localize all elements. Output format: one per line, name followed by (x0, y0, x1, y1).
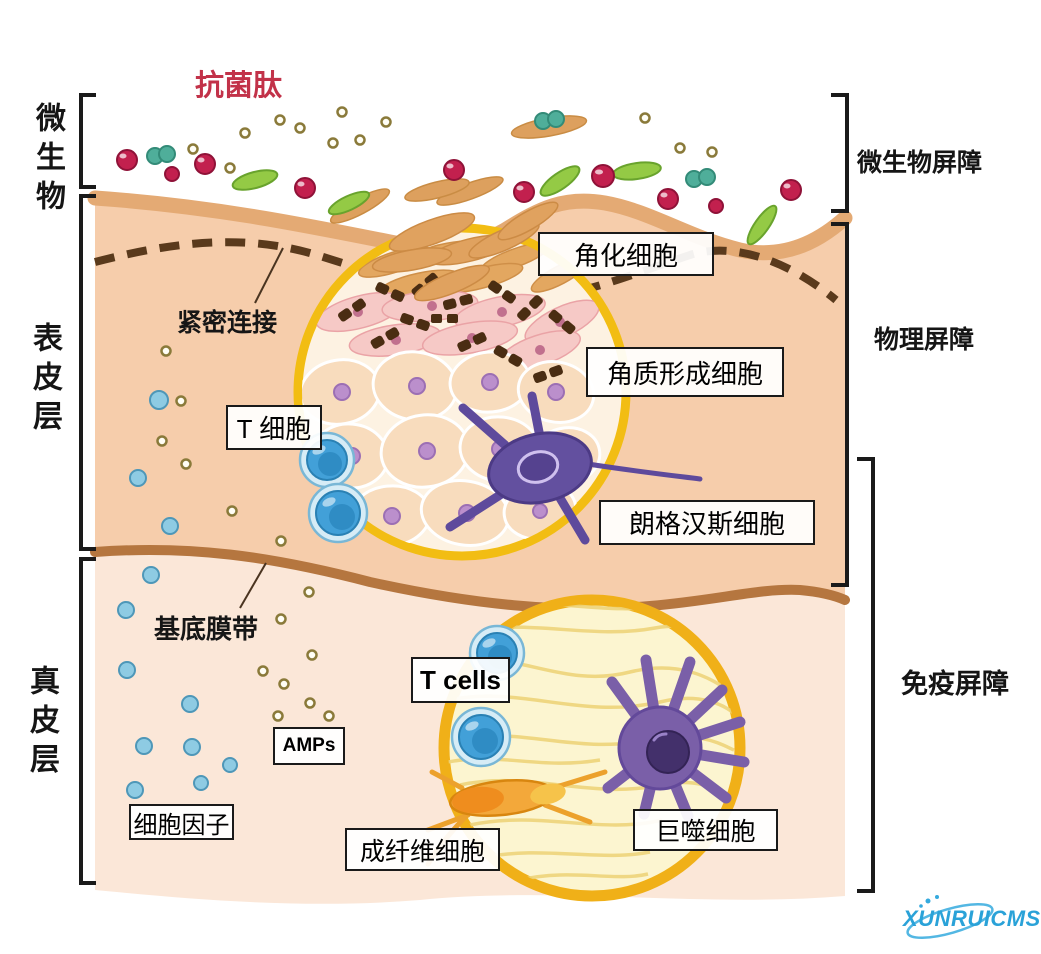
antimicrobial-peptide-title: 抗菌肽 (195, 70, 283, 102)
layer-label-microbes: 微生物 (31, 102, 64, 219)
watermark-swoosh (906, 895, 994, 939)
langerhans-cell-callout: 朗格汉斯细胞 (599, 500, 815, 545)
pointer-lines (239, 247, 284, 609)
cytokine-particles (117, 390, 238, 799)
surface-flakes (371, 201, 559, 302)
dermis-inset-circle (425, 594, 750, 902)
microbe-red-cocci (116, 149, 802, 214)
t-cells-epidermis (298, 431, 369, 544)
watermark-text: XUNRUICMS (903, 906, 1041, 931)
left-brackets (79, 93, 96, 885)
t-cell-cn-callout: T 细胞 (226, 405, 322, 450)
barrier-label-microbial: 微生物屏障 (857, 149, 983, 177)
barrier-label-immune: 免疫屏障 (901, 669, 1009, 699)
langerhans-cell (445, 391, 703, 545)
cytokine-callout: 细胞因子 (129, 804, 234, 840)
keratinocyte-callout: 角质形成细胞 (586, 347, 784, 397)
fibroblast-callout: 成纤维细胞 (345, 828, 500, 871)
amp-particles (156, 106, 718, 722)
layer-label-dermis: 真皮层 (25, 665, 58, 782)
layer-label-epidermis: 表皮层 (28, 322, 61, 439)
amps-callout: AMPs (273, 727, 345, 765)
macrophage-cell (602, 654, 750, 822)
keratinized-cell-callout: 角化细胞 (538, 232, 714, 276)
tight-junction-label: 紧密连接 (177, 309, 278, 337)
macrophage-callout: 巨噬细胞 (633, 809, 778, 851)
microbe-teal-cocci (146, 110, 716, 188)
barrier-label-physical: 物理屏障 (874, 326, 975, 354)
right-brackets (831, 93, 875, 893)
basement-membrane-label: 基底膜带 (154, 614, 259, 644)
t-cells-en-callout: T cells (411, 657, 510, 703)
fibroblast-cell (425, 769, 608, 867)
microbe-green-rods (231, 161, 778, 246)
